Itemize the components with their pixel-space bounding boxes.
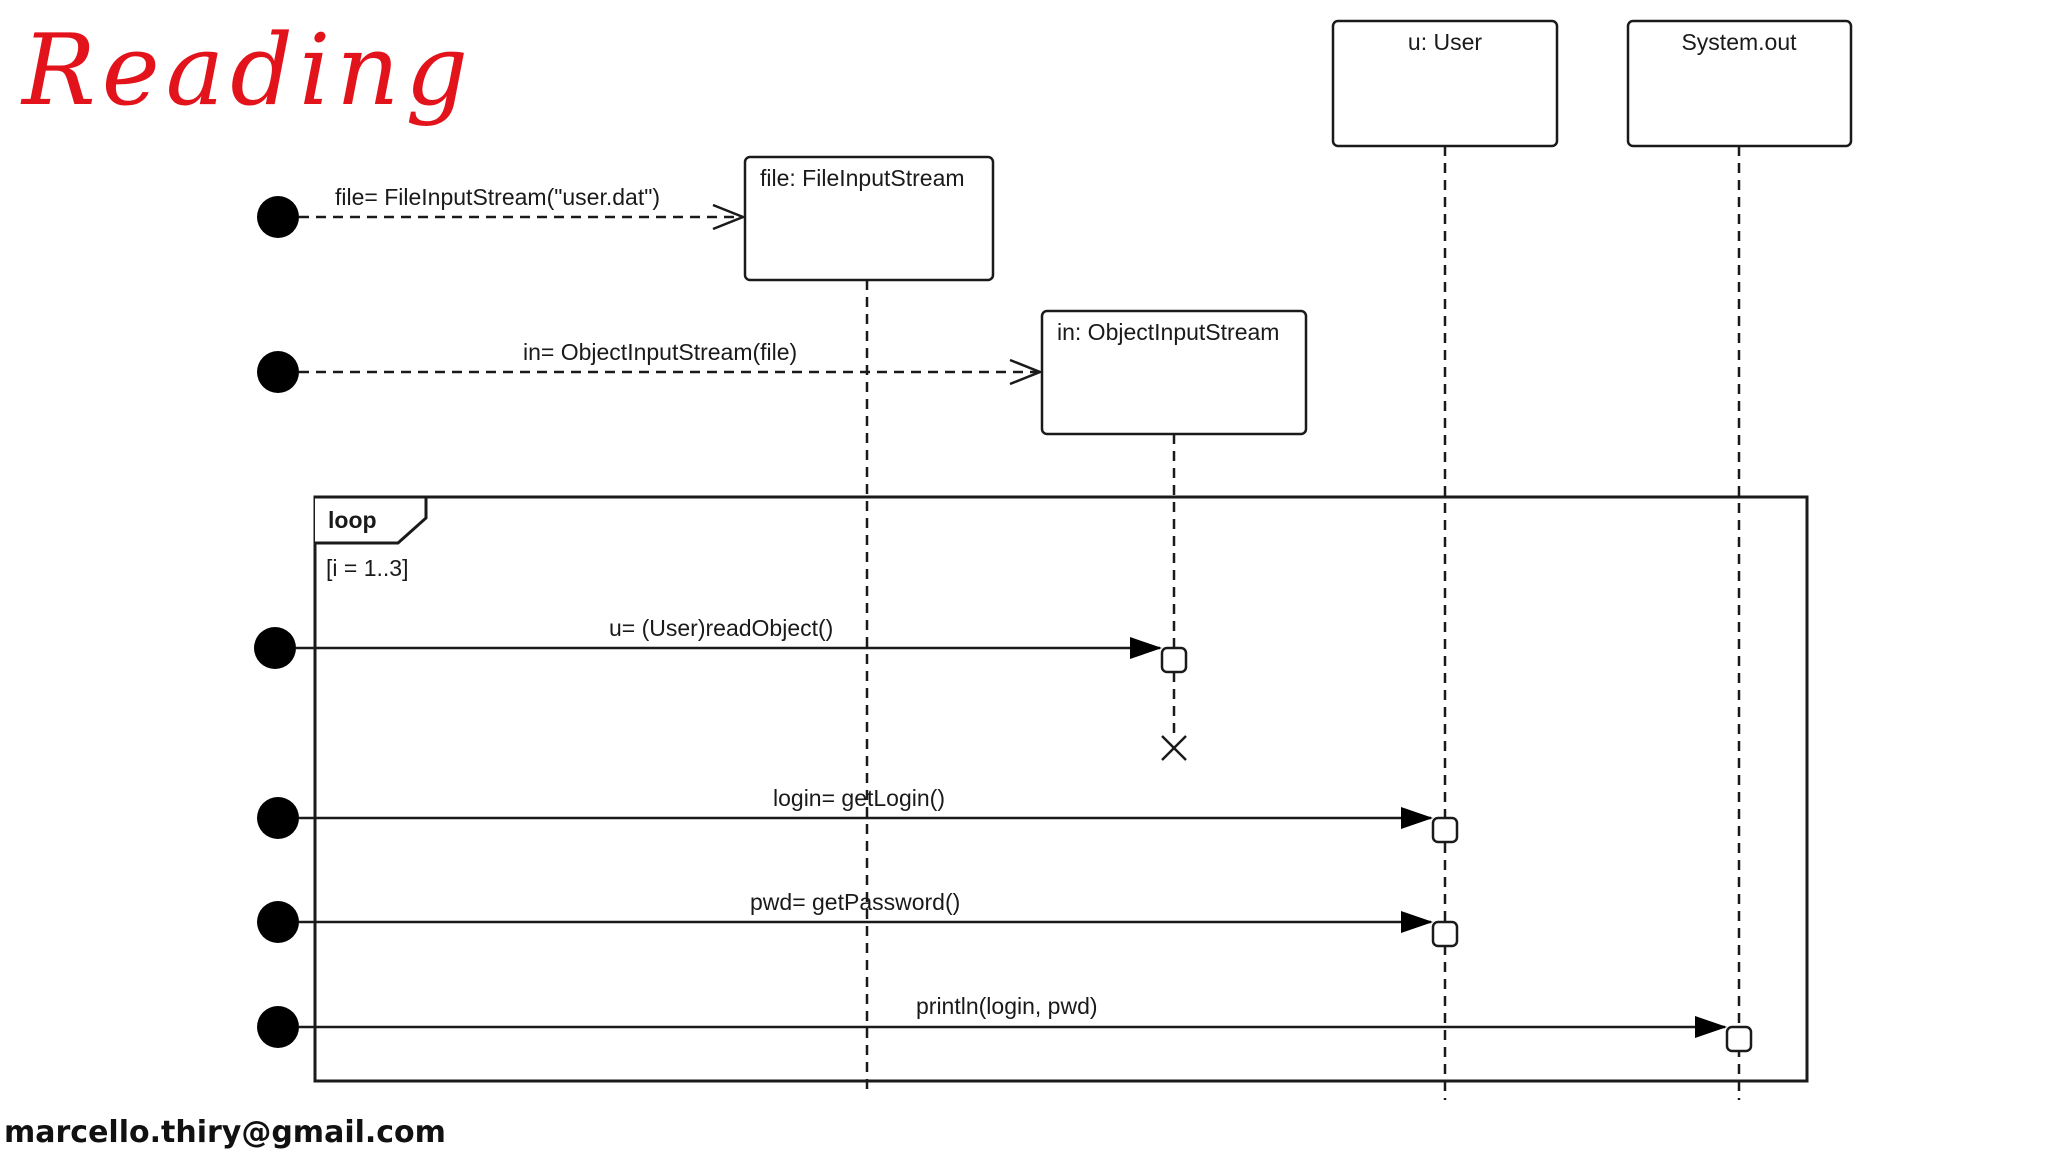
message-get-login: login= getLogin() (257, 785, 1459, 844)
found-message-dot (257, 901, 299, 943)
message-label: println(login, pwd) (916, 993, 1098, 1019)
activation-box (1431, 920, 1459, 948)
message-get-password: pwd= getPassword() (257, 889, 1459, 948)
activation-box (1725, 1025, 1753, 1053)
loop-keyword: loop (328, 507, 377, 533)
loop-guard: [i = 1..3] (326, 555, 408, 581)
lifeline-file-box (743, 155, 995, 282)
activation-box (1431, 816, 1459, 844)
loop-frame (313, 495, 1809, 1083)
lifeline-user-label: u: User (1408, 29, 1482, 55)
open-arrowhead-icon (1009, 358, 1044, 386)
found-message-dot (257, 797, 299, 839)
lifeline-file: file: FileInputStream (743, 155, 995, 1095)
lifeline-in: in: ObjectInputStream (1040, 309, 1308, 761)
message-label: login= getLogin() (773, 785, 945, 811)
loop-tab (315, 495, 428, 545)
filled-arrowhead-icon (1401, 911, 1433, 933)
activation-box (1160, 646, 1188, 674)
found-message-dot (257, 196, 299, 238)
author-email: marcello.thiry@gmail.com (4, 1115, 446, 1150)
message-println: println(login, pwd) (257, 993, 1753, 1053)
filled-arrowhead-icon (1401, 807, 1433, 829)
message-create-in: in= ObjectInputStream(file) (257, 339, 1044, 393)
filled-arrowhead-icon (1130, 637, 1162, 659)
lifeline-user: u: User (1331, 19, 1559, 1100)
filled-arrowhead-icon (1695, 1016, 1727, 1038)
found-message-dot (257, 351, 299, 393)
message-label: pwd= getPassword() (750, 889, 960, 915)
found-message-dot (257, 1006, 299, 1048)
destruction-marker-icon (1161, 735, 1187, 761)
message-label: in= ObjectInputStream(file) (523, 339, 797, 365)
loop-fragment: loop [i = 1..3] (313, 495, 1809, 1083)
lifeline-system-out: System.out (1626, 19, 1853, 1100)
lifeline-system-out-label: System.out (1681, 29, 1797, 55)
message-create-file: file= FileInputStream("user.dat") (257, 184, 747, 238)
open-arrowhead-icon (712, 203, 747, 231)
message-read-object: u= (User)readObject() (254, 615, 1188, 674)
lifeline-in-label: in: ObjectInputStream (1057, 319, 1279, 345)
message-label: file= FileInputStream("user.dat") (335, 184, 660, 210)
diagram-title: Reading (20, 14, 474, 128)
message-label: u= (User)readObject() (609, 615, 833, 641)
lifeline-file-label: file: FileInputStream (760, 165, 965, 191)
found-message-dot (254, 627, 296, 669)
